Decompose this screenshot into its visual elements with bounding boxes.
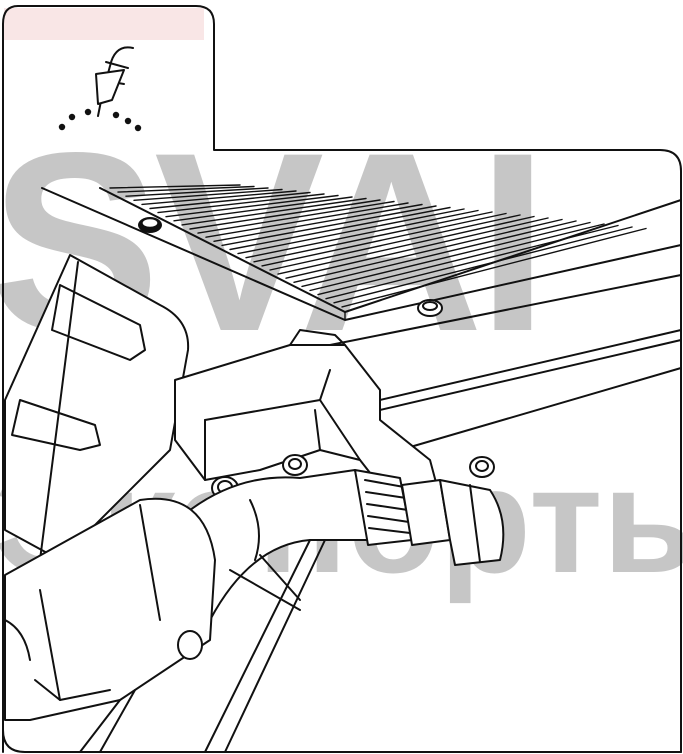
support-rails (79, 539, 326, 753)
watermark-accent-band (4, 8, 204, 40)
vent-slot (197, 200, 395, 234)
vent-slot (109, 184, 241, 189)
vent-slot (213, 203, 423, 243)
mounting-bracket (174, 329, 439, 511)
vent-slot (221, 205, 437, 247)
vent-slot (149, 191, 311, 210)
vent-slot (269, 214, 521, 271)
bracket-screw-middle (282, 454, 308, 476)
vent-slot (261, 212, 507, 267)
vent-slot (173, 196, 353, 222)
torch-holder-handle (4, 254, 190, 561)
vent-slot (333, 226, 633, 304)
vent-slot (253, 211, 493, 263)
vent-slot (181, 197, 367, 226)
ventilation-slots (109, 184, 647, 308)
vent-slot (301, 220, 577, 288)
vent-slot (293, 218, 563, 283)
vent-slot (285, 217, 549, 279)
vent-slot (205, 202, 409, 238)
vent-slot (165, 194, 339, 218)
vent-slot (125, 187, 269, 197)
torch-nozzle (439, 479, 505, 566)
vent-slot (157, 193, 325, 214)
panel-screw-left (138, 217, 162, 233)
vent-slot (133, 188, 283, 202)
vent-slot (117, 185, 255, 193)
panel-screw-right (417, 299, 443, 317)
machine-top-panel (41, 187, 682, 451)
vent-slot (245, 209, 479, 259)
vent-slot (277, 215, 535, 275)
vent-slot (317, 223, 605, 296)
frame-bottom (2, 729, 682, 753)
vent-slot (309, 221, 591, 292)
vent-slot (229, 206, 451, 251)
vent-slot (189, 199, 381, 230)
vent-slot (341, 227, 647, 308)
torch-connector (354, 469, 451, 546)
bracket-screw-right (469, 456, 495, 478)
vent-slot (325, 224, 619, 300)
frame-outline (2, 5, 682, 753)
vent-slot (237, 208, 465, 255)
vent-slot (141, 190, 297, 206)
welding-torch-spatter-icon (58, 46, 142, 132)
torch-body (4, 497, 216, 721)
